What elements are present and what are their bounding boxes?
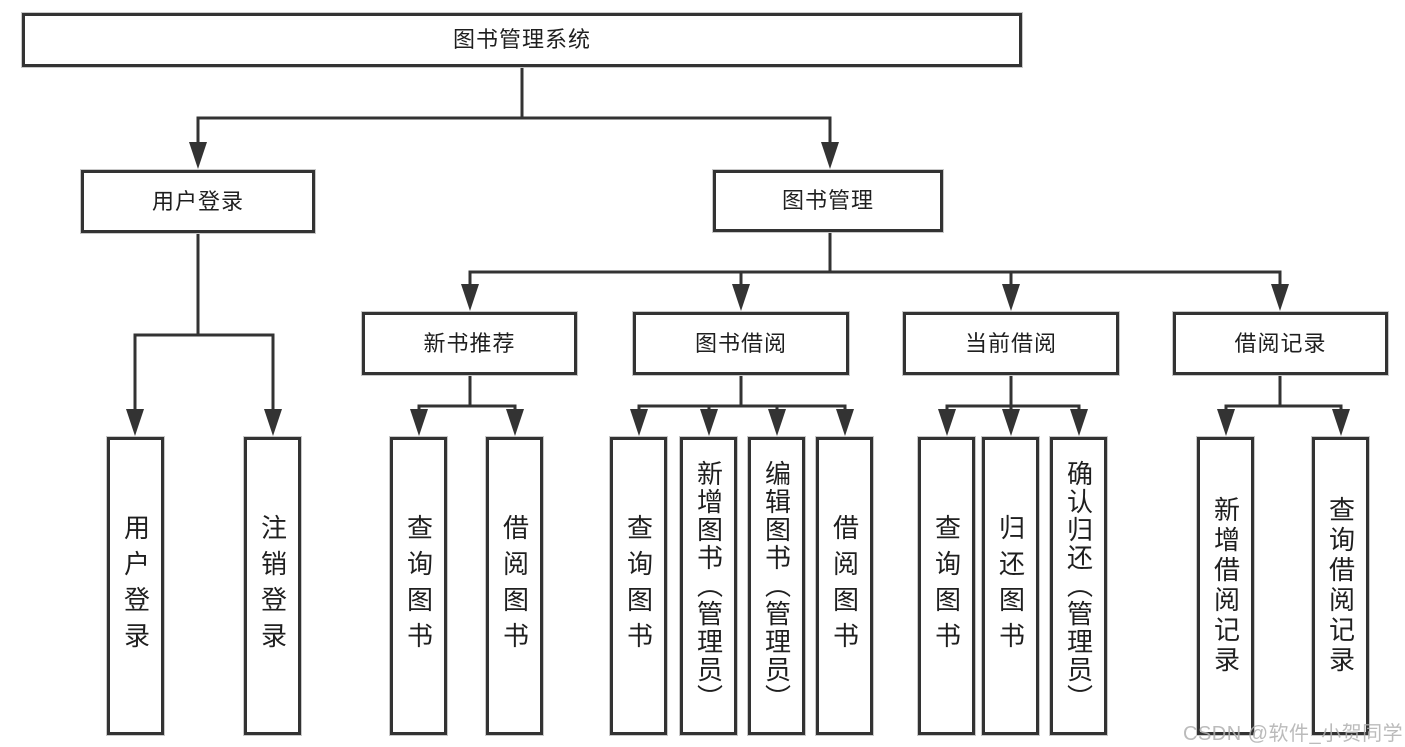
leaf-add-books-admin: 新增图书（管理员） (680, 437, 737, 735)
leaf-label: 新增借阅记录 (1210, 496, 1241, 676)
node-borrowing-records: 借阅记录 (1173, 312, 1388, 375)
node-label: 当前借阅 (964, 330, 1057, 356)
leaf-label: 归还图书 (995, 514, 1026, 658)
leaf-label: 用户登录 (120, 514, 151, 658)
node-label: 新书推荐 (423, 330, 516, 356)
node-new-book-recommendation: 新书推荐 (362, 312, 577, 375)
node-label: 图书管理 (781, 188, 874, 213)
node-book-management: 图书管理 (713, 170, 943, 232)
leaf-label: 借阅图书 (499, 514, 530, 658)
node-user-login: 用户登录 (81, 170, 315, 233)
node-label: 用户登录 (151, 188, 244, 214)
leaf-label: 借阅图书 (829, 514, 860, 658)
leaf-label: 编辑图书（管理员） (761, 460, 792, 712)
leaf-recommend-borrow-books: 借阅图书 (486, 437, 543, 735)
node-label: 图书管理系统 (452, 27, 591, 52)
leaf-recommend-query-books: 查询图书 (390, 437, 447, 735)
leaf-label: 查询借阅记录 (1325, 496, 1356, 676)
leaf-query-borrow-record: 查询借阅记录 (1312, 437, 1369, 735)
leaf-logout: 注销登录 (244, 437, 301, 735)
leaf-label: 确认归还（管理员） (1063, 460, 1094, 712)
leaf-edit-books-admin: 编辑图书（管理员） (748, 437, 805, 735)
leaf-borrowing-query-books: 查询图书 (610, 437, 667, 735)
leaf-current-query-books: 查询图书 (918, 437, 975, 735)
node-label: 图书借阅 (694, 330, 787, 356)
node-book-borrowing: 图书借阅 (633, 312, 849, 375)
leaf-label: 查询图书 (931, 514, 962, 658)
leaf-label: 查询图书 (623, 514, 654, 658)
leaf-label: 查询图书 (403, 514, 434, 658)
leaf-return-books: 归还图书 (982, 437, 1039, 735)
leaf-user-login: 用户登录 (107, 437, 164, 735)
leaf-label: 新增图书（管理员） (693, 460, 724, 712)
leaf-confirm-return-admin: 确认归还（管理员） (1050, 437, 1107, 735)
leaf-add-borrow-record: 新增借阅记录 (1197, 437, 1254, 735)
node-current-borrowing: 当前借阅 (903, 312, 1119, 375)
node-library-management-system: 图书管理系统 (22, 13, 1022, 67)
watermark: CSDN @软件_小贺同学 (1183, 723, 1404, 745)
leaf-label: 注销登录 (257, 514, 288, 658)
node-label: 借阅记录 (1234, 330, 1327, 356)
leaf-borrowing-borrow-books: 借阅图书 (816, 437, 873, 735)
